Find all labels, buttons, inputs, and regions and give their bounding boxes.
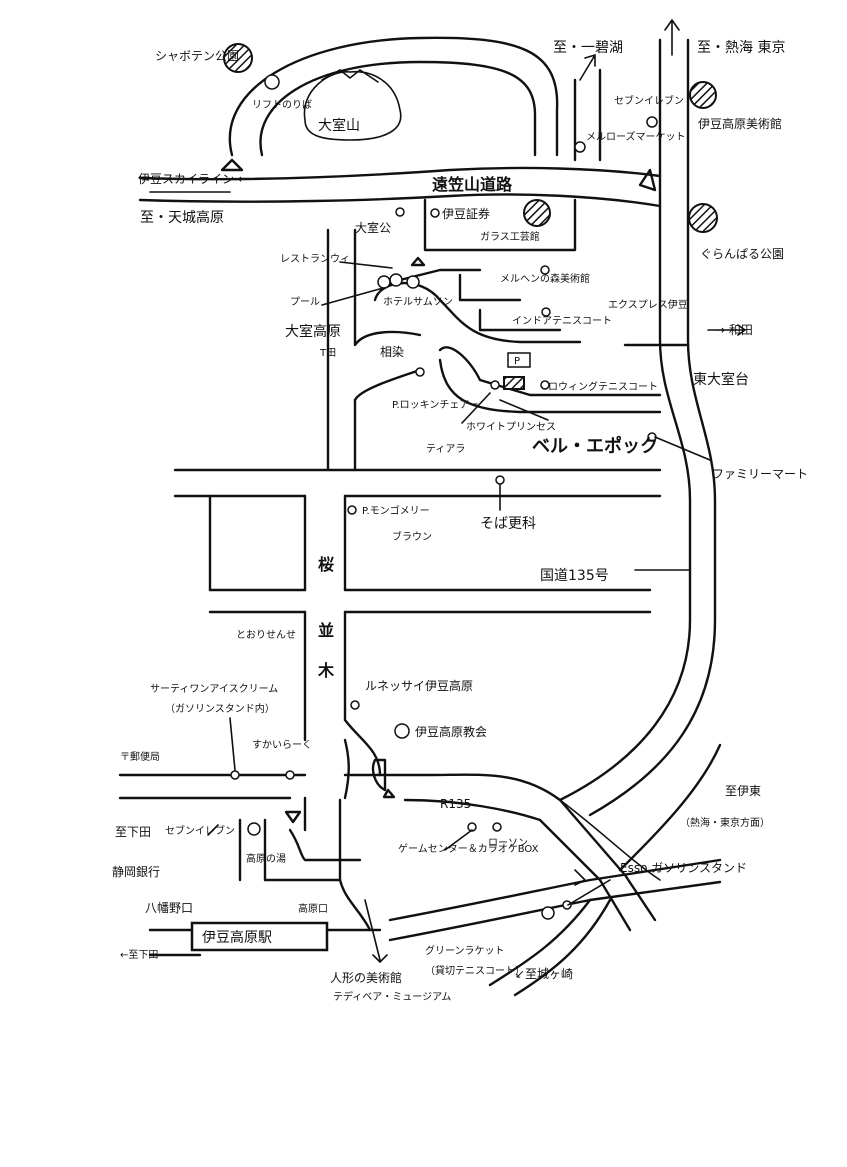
label-to-wada: → 和田 xyxy=(715,323,753,337)
direction-arrows xyxy=(149,19,746,963)
label-glass-kogeikan: ガラス工芸館 xyxy=(480,230,540,243)
label-saboten: シャボテン公園 xyxy=(155,49,239,63)
label-mellow-rose: メルローズマーケット xyxy=(586,130,686,143)
label-route-135: 国道135号 xyxy=(540,568,609,584)
label-hotel-samson: ホテルサムソン xyxy=(383,296,453,308)
label-seven-eleven-1: セブンイレブン xyxy=(614,94,684,107)
label-namiki-1: 並 xyxy=(318,621,334,640)
izukogen-station: 伊豆高原駅 xyxy=(190,921,329,952)
belle-epoque-marker xyxy=(503,376,525,390)
leader-lines xyxy=(207,261,711,906)
izukogen-museum-marker xyxy=(689,81,717,109)
label-to-ippekiko: 至・一碧湖 xyxy=(553,40,623,56)
label-seven-eleven-2: セブンイレブン xyxy=(165,824,235,837)
label-lawson: ローソン xyxy=(488,838,528,849)
label-yawatano: 八幡野口 xyxy=(145,900,193,915)
label-sobaten: そば更科 xyxy=(480,516,536,532)
label-rowing-tennis: ロウィングテニスコート xyxy=(548,380,658,393)
label-restaurant-wi: レストランウィ xyxy=(280,253,350,265)
glass-kogeikan-marker xyxy=(523,199,551,227)
label-sakura: 桜 xyxy=(318,555,334,574)
label-marchen: メルヘンの森美術館 xyxy=(500,272,590,285)
label-t-junction: T田 xyxy=(319,348,336,359)
label-tennis-rent: （貸切テニスコート） xyxy=(425,964,525,977)
label-sutiun-ice: サーティワンアイスクリーム xyxy=(150,683,278,695)
label-express: エクスプレス伊豆 xyxy=(608,299,688,311)
label-family-mart: ファミリーマート xyxy=(712,467,808,481)
label-izukogen-museum: 伊豆高原美術館 xyxy=(698,116,782,131)
label-esso: Esso ガソリンスタンド xyxy=(620,861,747,875)
label-to-shimoda-2: ←至下田 xyxy=(120,949,158,961)
label-r135: R135 xyxy=(440,797,471,811)
label-kogen-no-yu: 高原の湯 xyxy=(246,852,286,865)
label-pool: プール xyxy=(290,296,320,308)
label-brown: ブラウン xyxy=(392,530,432,543)
label-aisen: 相染 xyxy=(380,344,404,359)
map-labels: シャボテン公園 リフトのりば 至・一碧湖 至・熱海 東京 伊豆スカイライン ← … xyxy=(112,40,808,1003)
label-church: 伊豆高原教会 xyxy=(415,724,487,739)
parking-sign: P xyxy=(507,352,531,368)
label-renessai: ルネッサイ伊豆高原 xyxy=(365,678,473,693)
label-izu-skyline: 伊豆スカイライン ← xyxy=(138,172,248,186)
label-gas-station-note: （ガソリンスタンド内） xyxy=(165,702,275,715)
label-to-shimoda-1: 至下田 xyxy=(115,825,151,839)
label-belle-epoque: ベル・エポック xyxy=(532,435,658,457)
label-to-atami-tokyo: （熱海・東京方面） xyxy=(680,816,770,829)
label-namiki-2: 木 xyxy=(317,661,335,680)
granpal-park-marker xyxy=(688,203,718,233)
label-kogen-guchi: 高原口 xyxy=(298,902,328,915)
label-toori-sense: とおりせんせ xyxy=(236,629,296,641)
label-doll-museum: 人形の美術館 xyxy=(330,970,402,985)
svg-text:P: P xyxy=(514,356,520,367)
omuroyama-mountain: 大室山 xyxy=(303,69,402,141)
label-green-racket: グリーンラケット xyxy=(425,944,505,957)
label-game-center: ゲームセンター＆カラオケBOX xyxy=(398,843,539,855)
saboten-park-marker xyxy=(223,43,253,73)
label-to-ito: 至伊東 xyxy=(725,784,761,798)
label-tohyama-road: 遠笠山道路 xyxy=(432,175,513,194)
label-omuro-kogen: 大室高原 xyxy=(285,323,341,340)
label-lift: リフトのりば xyxy=(252,99,312,111)
junction-markers xyxy=(220,158,657,824)
label-higashi-omurodai: 東大室台 xyxy=(693,371,749,388)
label-granpal: ぐらんぱる公園 xyxy=(700,247,784,261)
label-to-atami: 至・熱海 東京 xyxy=(697,40,785,56)
poi-markers xyxy=(230,74,658,920)
label-teddy-museum: テディベア・ミュージアム xyxy=(333,990,451,1003)
label-shizuoka-bank: 静岡銀行 xyxy=(112,865,160,879)
label-to-jogasaki: ↙至城ヶ崎 xyxy=(515,967,573,981)
label-izu-shoken: 伊豆証券 xyxy=(442,206,490,221)
label-sukiyaki: すかいらーく xyxy=(252,739,312,751)
label-tiara: ティアラ xyxy=(426,443,465,455)
label-omuro-park: 大室公 xyxy=(355,220,391,235)
label-indoor-tennis: インドアテニスコート xyxy=(512,316,612,327)
label-hot-princess: ホワイトプリンセス xyxy=(466,421,556,433)
label-p-rocking: P.ロッキンチェアー xyxy=(392,399,479,411)
label-p-montgomery: P.モンゴメリー xyxy=(362,504,430,517)
station-label: 伊豆高原駅 xyxy=(202,929,272,946)
label-to-amagi: 至・天城高原 xyxy=(140,209,224,226)
label-post-office: 〒郵便局 xyxy=(120,750,160,763)
omuroyama-label: 大室山 xyxy=(318,117,360,134)
